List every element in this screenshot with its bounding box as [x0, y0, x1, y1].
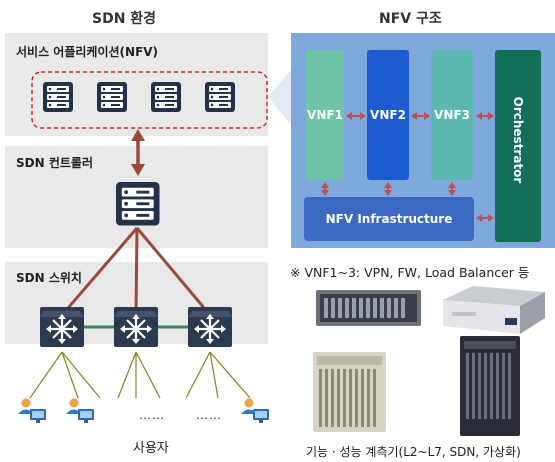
vnf2-label: VNF2	[370, 108, 406, 122]
vnf2-box: VNF2	[367, 50, 409, 180]
infrastructure-label: NFV Infrastructure	[325, 212, 453, 226]
switch-label: SDN 스위치	[16, 271, 82, 285]
vnf-note: ※ VNF1~3: VPN, FW, Load Balancer 등	[290, 265, 530, 280]
vnf3-label: VNF3	[434, 108, 470, 122]
controller-label: SDN 컨트롤러	[16, 156, 93, 170]
device-chassis-right	[460, 336, 520, 436]
apps-label: 서비스 어플리케이션(NFV)	[16, 45, 159, 59]
orchestrator-label: Orchestrator	[511, 96, 525, 184]
nfv-title: NFV 구조	[379, 11, 442, 27]
ellipsis-left: ……	[139, 408, 165, 422]
infrastructure-box: NFV Infrastructure	[304, 197, 474, 241]
vnf1-label: VNF1	[307, 108, 343, 122]
sdn-title: SDN 환경	[92, 11, 157, 27]
vnf1-box: VNF1	[306, 50, 344, 180]
vnf3-box: VNF3	[431, 50, 473, 180]
ellipsis-right: ……	[196, 408, 222, 422]
device-chassis-left	[313, 352, 386, 432]
device-caption: 기능 · 성능 계측기(L2~L7, SDN, 가상화)	[306, 445, 521, 459]
orchestrator-box	[495, 50, 541, 242]
users-label: 사용자	[133, 441, 169, 456]
device-box	[443, 286, 545, 334]
device-rack-unit	[316, 290, 421, 326]
